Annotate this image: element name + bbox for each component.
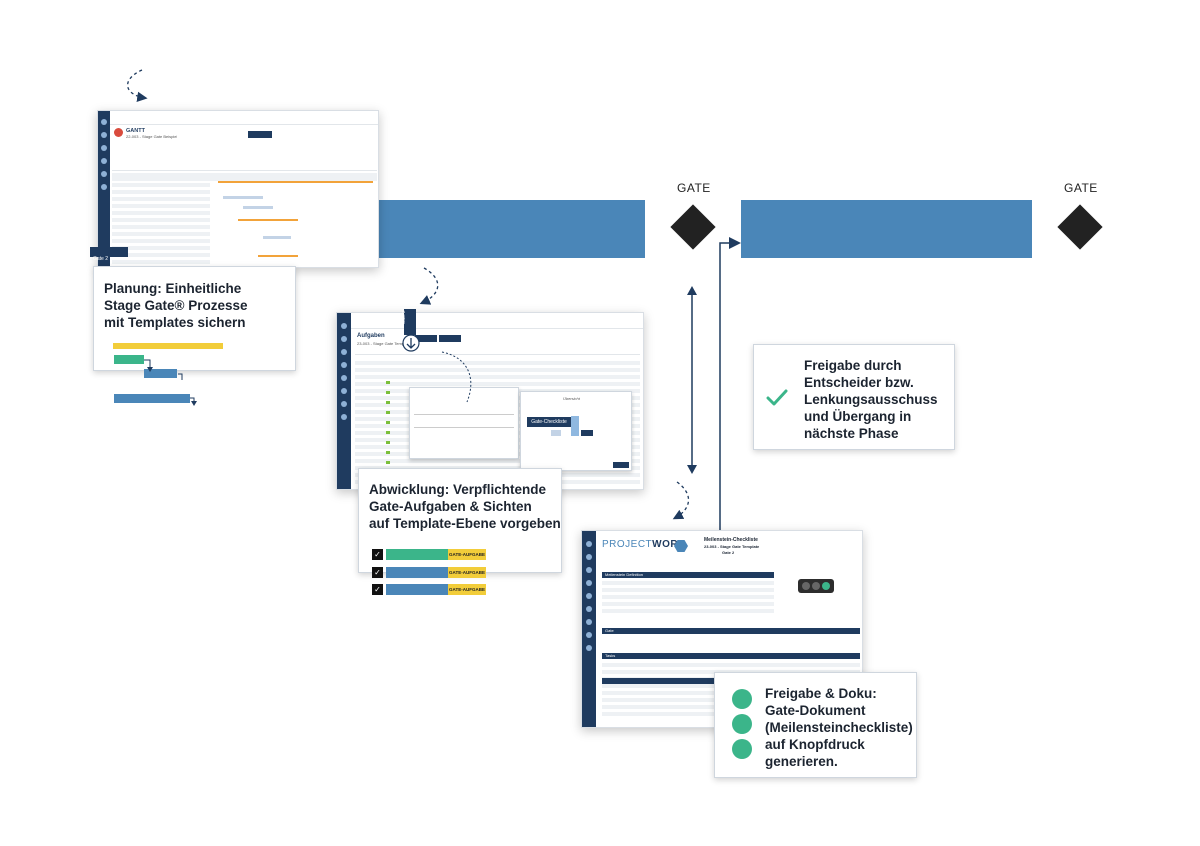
- mini-gantt-bar-yellow: [113, 343, 223, 349]
- checklist-brand: PROJECTWORX: [602, 539, 685, 550]
- callout-planning-text: Planung: Einheitliche Stage Gate® Prozes…: [104, 281, 248, 330]
- checklist-brand-prefix: PROJECT: [602, 539, 653, 550]
- gantt-action-button[interactable]: [248, 131, 272, 138]
- tasks-overview-bar-2: [581, 430, 593, 436]
- tasks-popup-table: [414, 414, 514, 428]
- mini-gantt-bar-green: [114, 355, 144, 364]
- tasks-subtitle: 23-003 - Stage Gate Template: [357, 341, 411, 346]
- traffic-light-green: [822, 582, 830, 590]
- gate-task-bar: GATE-AUFGABE: [386, 549, 486, 560]
- checklist-gate: Gate 2: [722, 550, 735, 555]
- tasks-status-dots: [386, 381, 390, 471]
- gantt-title: GANTT: [126, 128, 145, 134]
- tasks-gate-checklist-label: Gate-Checkliste: [531, 419, 567, 425]
- tasks-side-rail: [337, 313, 351, 489]
- gantt-bar-task-3: [263, 236, 291, 239]
- callout-approval: Freigabe durch Entscheider bzw. Lenkungs…: [753, 344, 955, 450]
- gantt-bar-task-2: [243, 206, 273, 209]
- gate-task-tag-3: ✓ GATE-AUFGABE: [372, 584, 486, 595]
- checklist-section-tasks: Tasks: [602, 653, 860, 659]
- tasks-overview-dialog: Übersicht: [520, 391, 632, 471]
- gantt-screenshot: GANTT 22-003 - Stage Gate Beispiel: [97, 110, 379, 268]
- tasks-side-tag-label: Gate 2: [401, 310, 406, 324]
- gate-label-1: GATE: [677, 181, 711, 195]
- checklist-section-gate: Gate: [602, 628, 860, 634]
- checklist-side-rail: [582, 531, 596, 727]
- checklist-section-gate-label: Gate: [605, 628, 614, 633]
- tasks-dashed-link: [441, 351, 472, 403]
- gate-label-2: GATE: [1064, 181, 1098, 195]
- dashed-arrow-checklist: [672, 481, 690, 520]
- gantt-bar-task: [223, 196, 263, 199]
- dashed-arrow-gantt: [127, 69, 148, 102]
- dashed-arrow-tasks: [419, 267, 439, 305]
- tasks-title: Aufgaben: [357, 333, 385, 339]
- checklist-section-tasks-label: Tasks: [605, 653, 616, 658]
- tasks-screenshot: Aufgaben 23-003 - Stage Gate Template Üb…: [336, 312, 644, 490]
- gate-task-label: GATE-AUFGABE: [448, 549, 486, 560]
- approval-connector: [719, 237, 741, 535]
- status-dot-icon: [732, 714, 752, 734]
- checklist-brand-suffix: WORX: [652, 539, 686, 550]
- gantt-ribbon: [112, 147, 377, 171]
- checklist-subtitle: 23-003 - Stage Gate Template: [704, 544, 760, 549]
- tasks-popup: [409, 387, 519, 459]
- callout-planning: Planung: Einheitliche Stage Gate® Prozes…: [93, 266, 296, 371]
- tasks-down-icon: [402, 334, 420, 352]
- phase-bar-2: [741, 200, 1032, 258]
- gantt-bar-summary-3: [258, 255, 298, 257]
- status-dot-icon: [732, 689, 752, 709]
- gantt-bar-summary: [218, 181, 373, 183]
- traffic-light-off-2: [812, 582, 820, 590]
- mini-gantt-bar-blue-2: [114, 394, 190, 403]
- gantt-grid: [112, 183, 210, 267]
- tasks-toolbar: [351, 313, 643, 329]
- checklist-milestone-rows: [602, 581, 774, 621]
- callout-execution-text: Abwicklung: Verpflichtende Gate-Aufgaben…: [369, 482, 561, 531]
- gate-task-label: GATE-AUFGABE: [448, 584, 486, 595]
- mini-gantt-bar-blue-1: [144, 369, 177, 378]
- tasks-overview-close[interactable]: [613, 462, 629, 468]
- status-dot-icon: [732, 739, 752, 759]
- tasks-gate-checklist-pill: Gate-Checkliste: [527, 417, 571, 427]
- gate-task-tag-2: ✓ GATE-AUFGABE: [372, 567, 486, 578]
- checklist-brand-hexagon-icon: [674, 540, 688, 552]
- checkbox-icon: ✓: [372, 567, 383, 578]
- checkmark-icon: [766, 389, 788, 406]
- mini-gantt-links: [144, 359, 197, 406]
- tasks-action-button[interactable]: [415, 335, 437, 342]
- checklist-traffic-light: [798, 579, 834, 593]
- gantt-bar-summary-2: [238, 219, 298, 221]
- checkbox-icon: ✓: [372, 584, 383, 595]
- checklist-highlight-row: [602, 678, 722, 684]
- checklist-section-milestone: Meilenstein Definition: [602, 572, 774, 578]
- traffic-light-off-1: [802, 582, 810, 590]
- checkbox-icon: ✓: [372, 549, 383, 560]
- gate-task-bar: GATE-AUFGABE: [386, 584, 486, 595]
- gate-task-label: GATE-AUFGABE: [448, 567, 486, 578]
- gantt-gate-tag: Gate 2: [90, 247, 128, 262]
- callout-docu-text: Freigabe & Doku: Gate-Dokument (Meilenst…: [765, 686, 913, 769]
- gantt-toolbar: [110, 111, 378, 125]
- gantt-subtitle: 22-003 - Stage Gate Beispiel: [126, 134, 178, 139]
- checklist-title: Meilenstein-Checkliste: [704, 537, 758, 543]
- phase-bar-1: [354, 200, 645, 258]
- callout-docu: Freigabe & Doku: Gate-Dokument (Meilenst…: [714, 672, 917, 778]
- tasks-action-button-2[interactable]: [439, 335, 461, 342]
- tasks-overview-bar-1: [571, 416, 579, 436]
- callout-approval-text: Freigabe durch Entscheider bzw. Lenkungs…: [804, 358, 938, 441]
- tasks-overview-label: Übersicht: [563, 396, 580, 401]
- gate-task-bar: GATE-AUFGABE: [386, 567, 486, 578]
- gantt-side-rail: [98, 111, 110, 267]
- tasks-tab-strip: [355, 349, 640, 355]
- checklist-section-milestone-label: Meilenstein Definition: [605, 572, 644, 577]
- gantt-timeline-header: [112, 173, 377, 181]
- gantt-logo-icon: [114, 128, 123, 137]
- tasks-overview-bar-3: [551, 430, 561, 436]
- gantt-gate-tag-label: Gate 2: [93, 256, 109, 262]
- gate-task-tag-1: ✓ GATE-AUFGABE: [372, 549, 486, 560]
- tasks-side-tag: Gate 2: [401, 309, 416, 335]
